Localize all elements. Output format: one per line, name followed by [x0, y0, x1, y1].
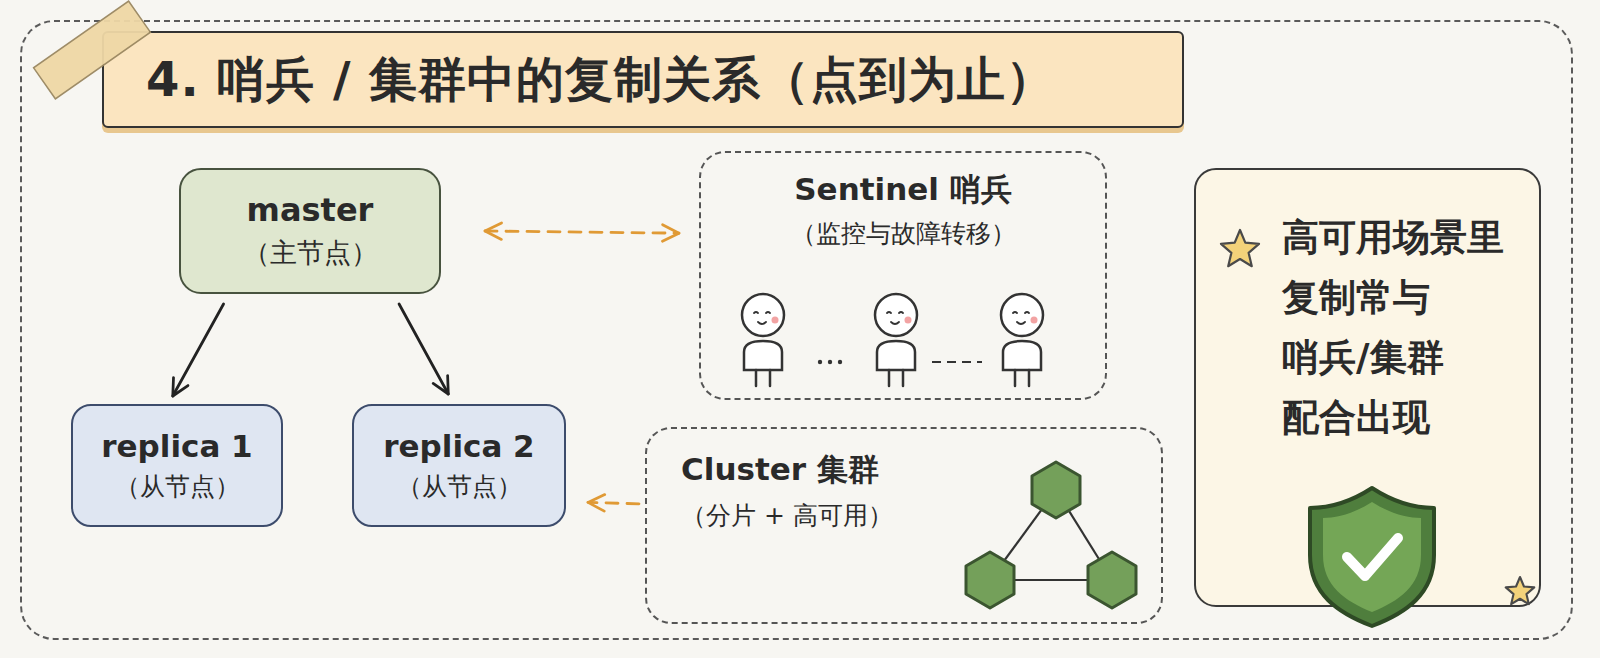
tape-strip — [34, 1, 151, 99]
sentinel-figure — [742, 294, 784, 386]
note-card: 高可用场景里 复制常与 哨兵/集群 配合出现 — [1194, 168, 1541, 607]
section-title: 4. 哨兵 / 集群中的复制关系（点到为止） — [146, 48, 1055, 112]
node-label: 高可用场景里 复制常与 哨兵/集群 配合出现 — [1282, 208, 1518, 448]
node-sublabel: （从节点） — [397, 470, 522, 503]
node-label: replica 2 — [383, 428, 534, 464]
replication-arrow — [399, 304, 448, 394]
cluster-arrow — [588, 502, 639, 503]
sentinel-figure — [1001, 294, 1043, 386]
replication-arrow — [173, 304, 224, 396]
replica-node: replica 2 （从节点） — [352, 404, 566, 527]
sentinel-link — [932, 361, 982, 363]
title-banner: 4. 哨兵 / 集群中的复制关系（点到为止） — [102, 31, 1184, 128]
node-sublabel: （从节点） — [115, 470, 240, 503]
monitor-arrow — [485, 231, 679, 233]
ellipsis-dots — [818, 360, 842, 364]
sentinel-group: Sentinel 哨兵 （监控与故障转移） — [699, 151, 1107, 400]
node-label: Cluster 集群 — [681, 449, 879, 491]
node-label: Sentinel 哨兵 — [794, 169, 1011, 211]
master-node: master （主节点） — [179, 168, 441, 294]
sentinel-figure — [875, 294, 917, 386]
node-sublabel: （分片 + 高可用） — [681, 499, 893, 532]
node-label: replica 1 — [101, 428, 252, 464]
node-label: master — [247, 191, 374, 229]
node-sublabel: （主节点） — [243, 235, 378, 271]
replica-node: replica 1 （从节点） — [71, 404, 283, 527]
cluster-group: Cluster 集群 （分片 + 高可用） — [645, 427, 1163, 624]
cluster-graph — [966, 462, 1136, 608]
node-sublabel: （监控与故障转移） — [791, 217, 1016, 250]
